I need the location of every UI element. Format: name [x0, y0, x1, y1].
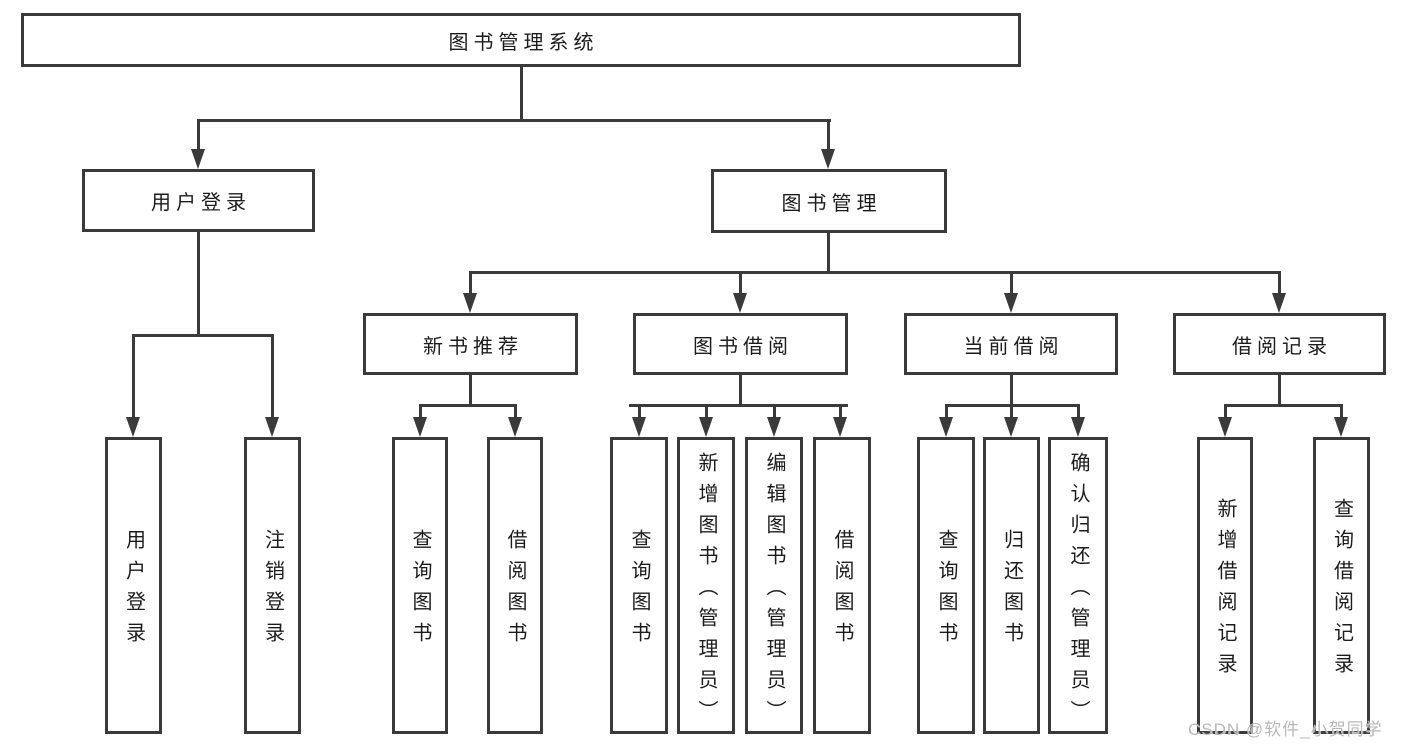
connector-vline: [1224, 404, 1227, 419]
node-current-borrowing: 当前借阅: [904, 313, 1118, 375]
leaf-label: 借阅图书: [504, 529, 526, 653]
leaf-label: 查询图书: [935, 529, 957, 653]
connector-vline: [827, 119, 830, 151]
arrowhead: [632, 417, 646, 437]
connector-hline: [419, 404, 517, 407]
leaf-label: 用户登录: [122, 529, 145, 653]
connector-vline: [419, 404, 422, 419]
node-label: 图书借阅: [693, 335, 793, 358]
leaf-label: 注销登录: [261, 529, 284, 653]
node-new-book-recommendation: 新书推荐: [363, 313, 578, 375]
connector-vline: [705, 404, 708, 419]
arrowhead: [1218, 417, 1232, 437]
node-label: 借阅记录: [1232, 335, 1332, 358]
leaf-label: 确认归还（管理员）: [1067, 451, 1089, 731]
arrowhead: [767, 417, 781, 437]
connector-hline: [197, 119, 831, 122]
leaf-return-book: 归还图书: [983, 437, 1040, 734]
connector-vline: [469, 375, 472, 407]
connector-hline: [132, 334, 274, 337]
leaf-query-books-current: 查询图书: [917, 437, 975, 734]
arrowhead: [939, 417, 953, 437]
leaf-label: 查询借阅记录: [1330, 498, 1353, 684]
leaf-add-book-admin: 新增图书（管理员）: [677, 437, 735, 734]
connector-vline: [827, 233, 830, 274]
connector-vline: [1278, 375, 1281, 407]
arrowhead: [1071, 417, 1085, 437]
leaf-query-books-recommend: 查询图书: [392, 437, 448, 734]
leaf-query-books-borrowing: 查询图书: [610, 437, 668, 734]
connector-vline: [514, 404, 517, 419]
node-borrowing-records: 借阅记录: [1173, 313, 1386, 375]
leaf-borrow-books-borrowing: 借阅图书: [813, 437, 871, 734]
node-book-management: 图书管理: [711, 169, 947, 233]
connector-vline: [132, 334, 135, 419]
connector-vline: [638, 404, 641, 419]
connector-vline: [197, 119, 200, 151]
arrowhead: [699, 417, 713, 437]
connector-vline: [1010, 375, 1013, 407]
arrowhead: [1004, 293, 1018, 313]
connector-hline: [1224, 404, 1343, 407]
connector-vline: [469, 271, 472, 295]
node-label: 新书推荐: [423, 335, 523, 358]
arrowhead: [508, 417, 522, 437]
node-book-borrowing: 图书借阅: [633, 313, 848, 375]
connector-vline: [1077, 404, 1080, 419]
leaf-query-borrow-record: 查询借阅记录: [1313, 437, 1370, 734]
arrowhead: [821, 149, 835, 169]
connector-hline: [469, 271, 1281, 274]
node-label: 当前借阅: [963, 335, 1064, 358]
arrowhead: [463, 293, 477, 313]
leaf-label: 查询图书: [409, 529, 431, 653]
leaf-label: 借阅图书: [831, 529, 853, 653]
connector-vline: [271, 334, 274, 419]
connector-vline: [739, 271, 742, 295]
node-library-system: 图书管理系统: [21, 13, 1021, 67]
arrowhead: [1272, 293, 1286, 313]
connector-vline: [197, 232, 200, 337]
leaf-logout: 注销登录: [244, 437, 301, 734]
leaf-label: 归还图书: [1000, 529, 1023, 653]
leaf-label: 新增借阅记录: [1214, 498, 1236, 684]
node-label: 图书管理系统: [448, 31, 599, 54]
connector-vline: [1010, 404, 1013, 419]
leaf-borrow-books-recommend: 借阅图书: [487, 437, 543, 734]
connector-vline: [1010, 271, 1013, 295]
leaf-confirm-return-admin: 确认归还（管理员）: [1048, 437, 1108, 734]
connector-vline: [839, 404, 842, 419]
connector-vline: [520, 67, 523, 122]
leaf-add-borrow-record: 新增借阅记录: [1197, 437, 1253, 734]
arrowhead: [126, 417, 140, 437]
node-label: 图书管理: [781, 192, 882, 215]
arrowhead: [733, 293, 747, 313]
connector-vline: [739, 375, 742, 407]
leaf-edit-book-admin: 编辑图书（管理员）: [745, 437, 803, 734]
connector-vline: [1278, 271, 1281, 295]
arrowhead: [833, 417, 847, 437]
arrowhead: [1004, 417, 1018, 437]
leaf-label: 查询图书: [628, 529, 650, 653]
node-label: 用户登录: [151, 192, 251, 214]
arrowhead: [265, 417, 279, 437]
leaf-label: 新增图书（管理员）: [695, 451, 717, 731]
arrowhead: [413, 417, 427, 437]
csdn-watermark: CSDN @软件_小贺同学: [1188, 720, 1383, 739]
connector-vline: [1340, 404, 1343, 419]
leaf-user-login: 用户登录: [105, 437, 162, 734]
connector-vline: [945, 404, 948, 419]
leaf-label: 编辑图书（管理员）: [763, 451, 785, 731]
arrowhead: [191, 149, 205, 169]
connector-vline: [773, 404, 776, 419]
connector-hline: [629, 404, 848, 407]
node-user-login: 用户登录: [82, 169, 315, 232]
arrowhead: [1334, 417, 1348, 437]
